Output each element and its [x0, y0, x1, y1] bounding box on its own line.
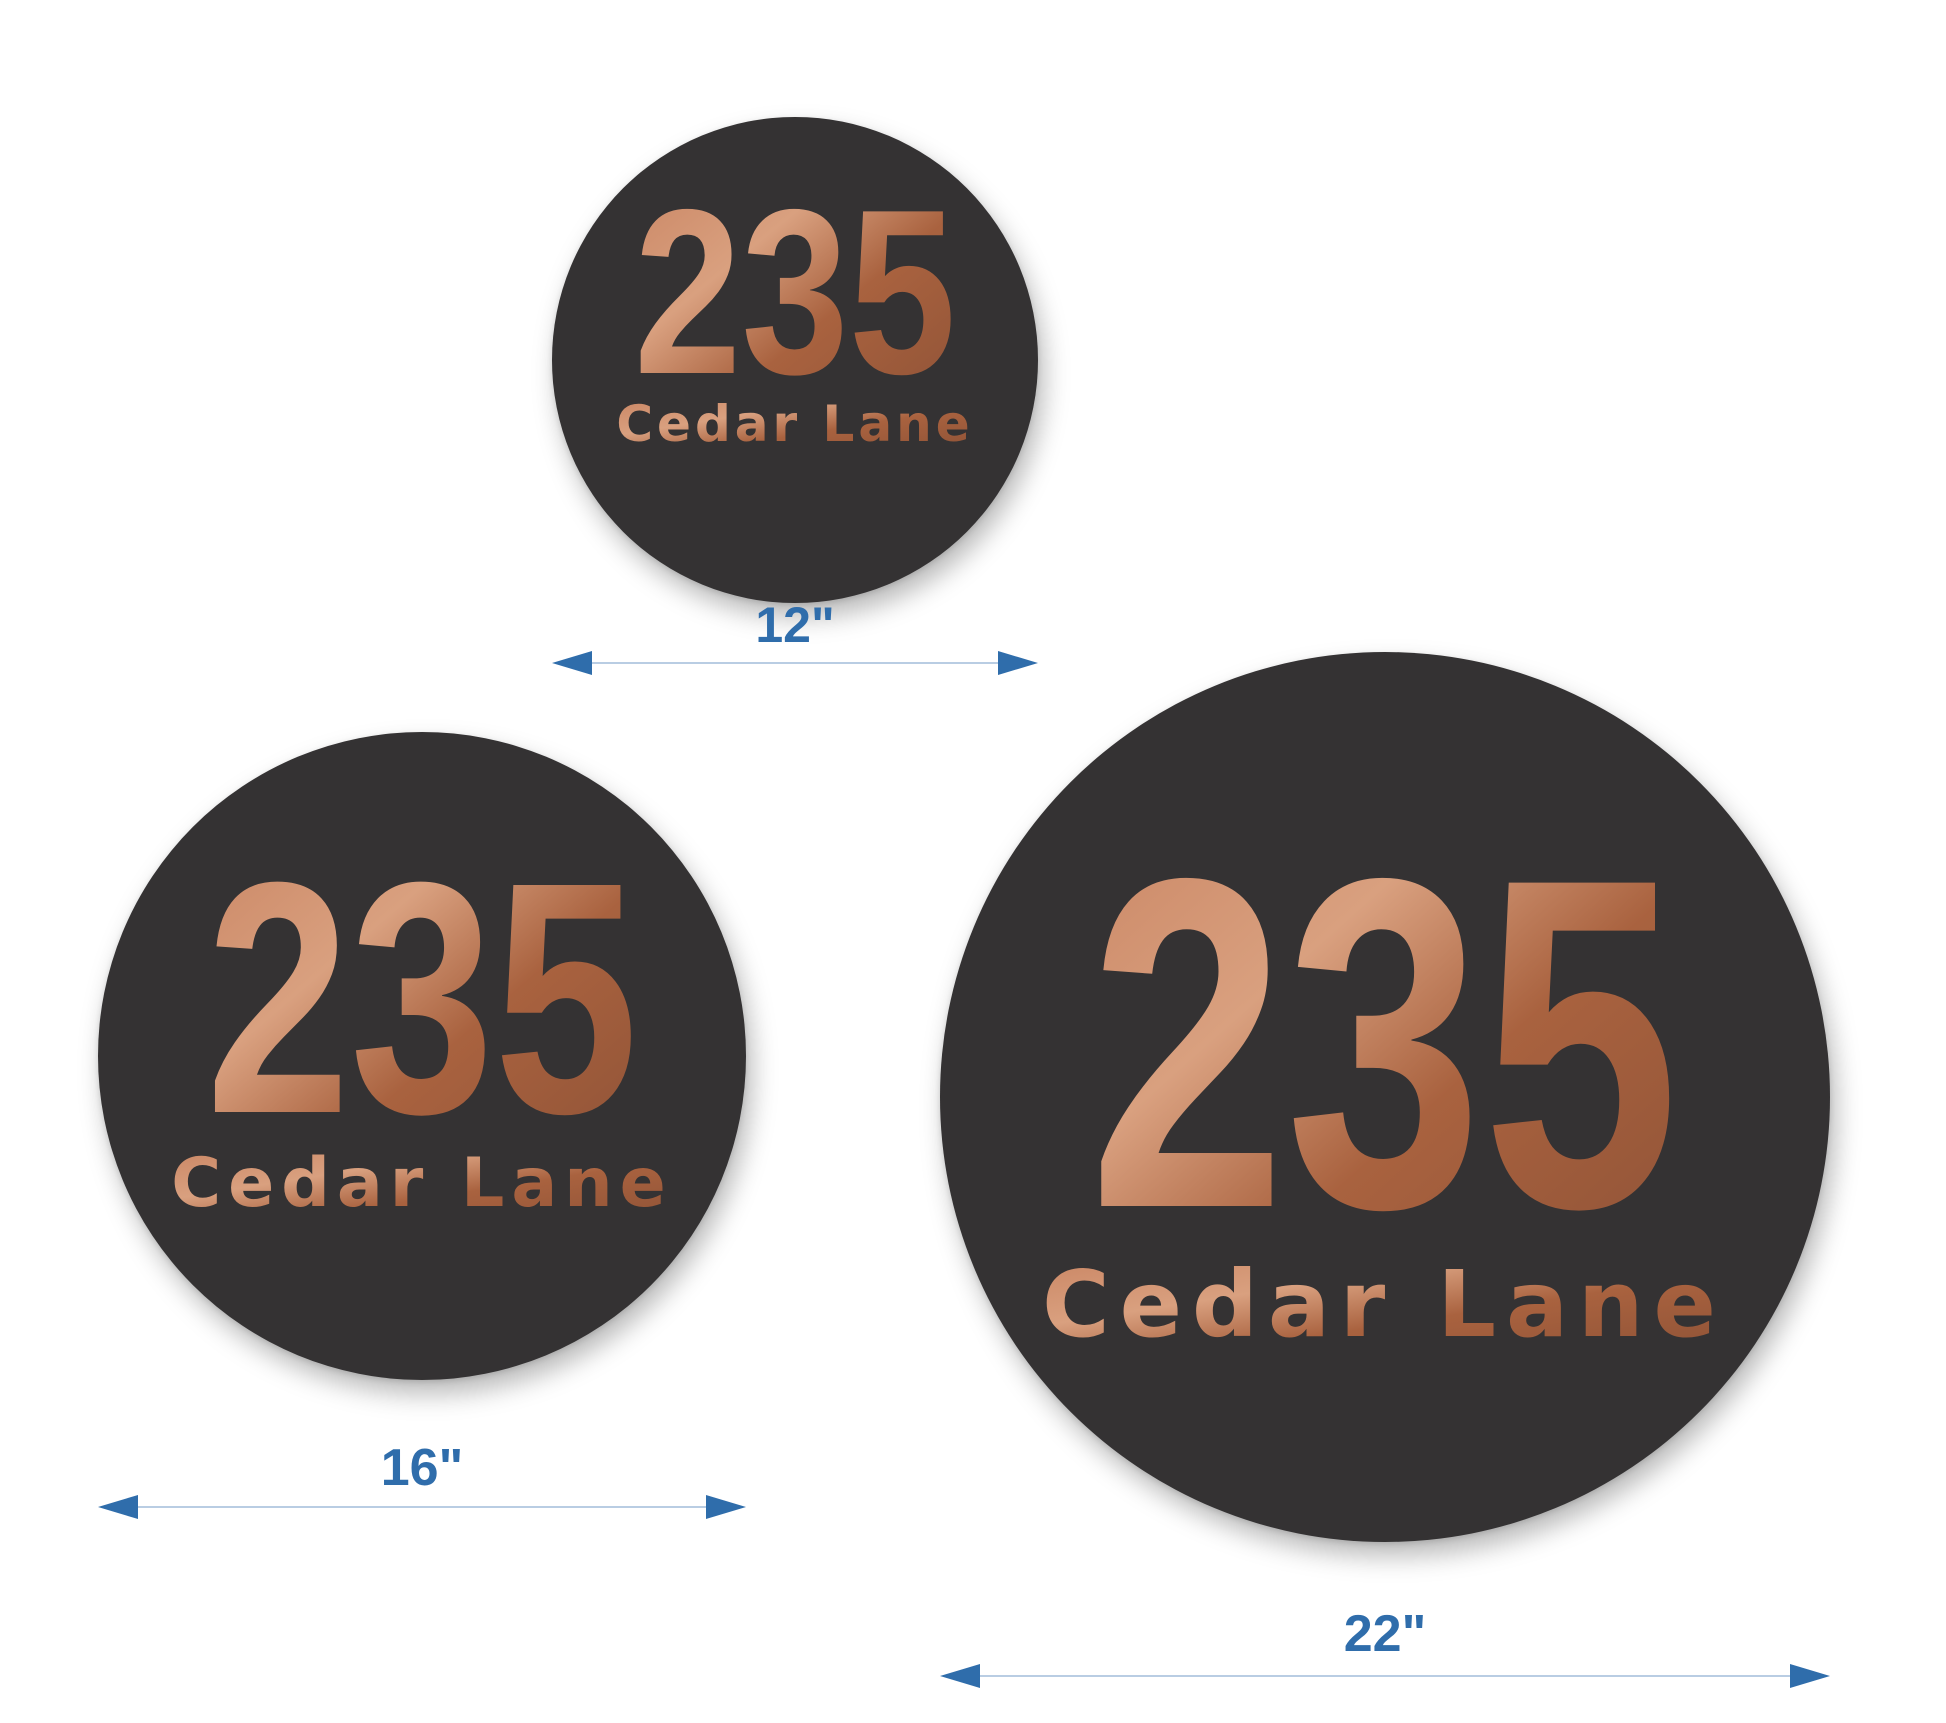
dimension-22-inch: 22" [940, 1600, 1830, 1690]
double-arrow-icon [552, 651, 1038, 675]
sign-16-inch: 235 Cedar Lane [98, 732, 746, 1380]
double-arrow-icon [98, 1495, 746, 1519]
house-number: 235 [1089, 781, 1679, 1306]
double-arrow-icon [940, 1664, 1830, 1688]
sign-22-inch: 235 Cedar Lane [940, 652, 1830, 1542]
street-name: Cedar Lane [616, 395, 973, 453]
dimension-label: 22" [1343, 1605, 1427, 1663]
dimension-16-inch: 16" [98, 1432, 746, 1522]
house-number: 235 [206, 813, 638, 1182]
sign-12-inch: 235 Cedar Lane [552, 117, 1038, 603]
dimension-label: 16" [380, 1439, 464, 1497]
street-name: Cedar Lane [1042, 1251, 1726, 1358]
sign-12-graphic: 235 Cedar Lane [616, 160, 973, 453]
dimension-12-inch: 12" [552, 590, 1038, 680]
dimension-label: 12" [755, 597, 835, 653]
street-name: Cedar Lane [171, 1144, 673, 1223]
house-number: 235 [634, 160, 956, 423]
sign-22-graphic: 235 Cedar Lane [1042, 781, 1726, 1358]
sign-16-graphic: 235 Cedar Lane [171, 813, 673, 1223]
